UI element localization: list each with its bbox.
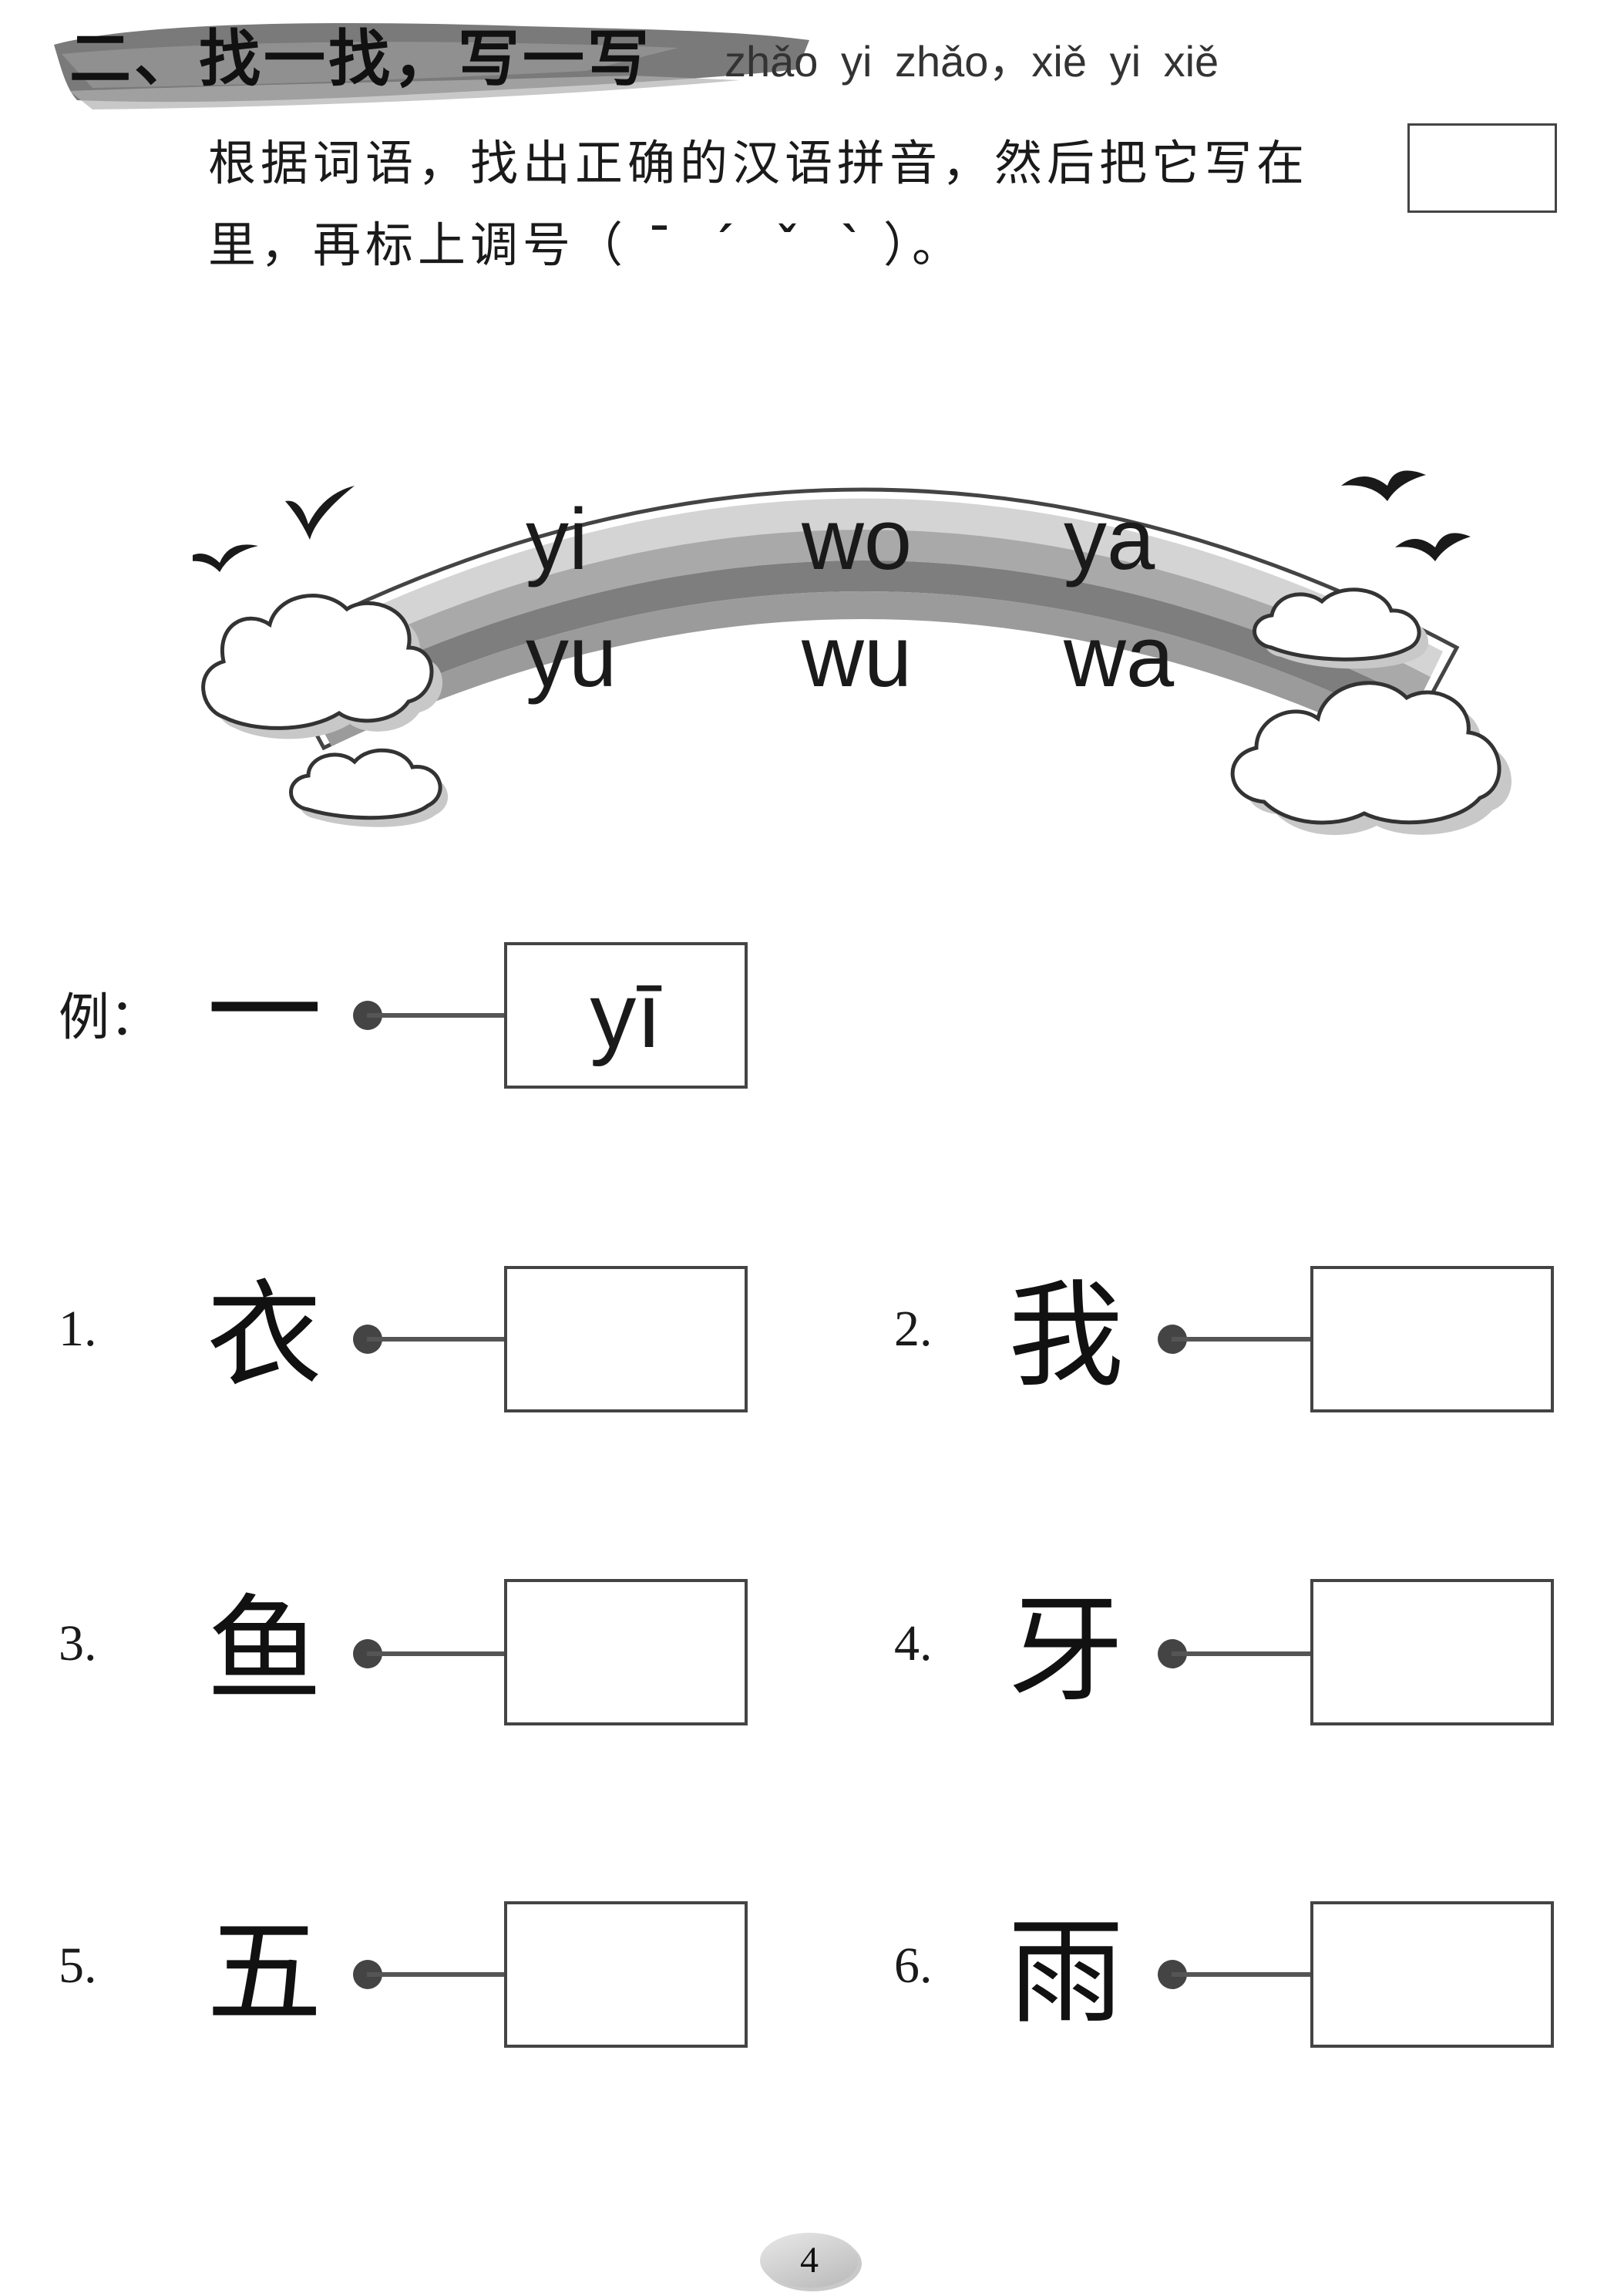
example-label: 例：	[59, 990, 160, 1046]
tone-mark-4: ˋ	[839, 217, 864, 273]
tone-mark-2: ˊ	[711, 217, 736, 273]
example-answer-box: yī	[504, 942, 748, 1089]
rainbow-illustration	[193, 470, 1512, 835]
item-5-character: 五	[207, 1906, 323, 2040]
instruction-inline-box	[1407, 123, 1557, 213]
connector-line	[1172, 1651, 1313, 1656]
rainbow-syllable-wu: wu	[802, 608, 913, 705]
item-2-answer-box[interactable]	[1310, 1266, 1554, 1412]
tone-mark-3: ˇ	[775, 217, 800, 273]
page-number: 4	[800, 2240, 819, 2281]
connector-line	[367, 1972, 506, 1977]
item-1-number: 1.	[59, 1301, 97, 1357]
rainbow-syllable-ya: ya	[1064, 491, 1155, 587]
item-3-answer-box[interactable]	[504, 1579, 748, 1725]
rainbow-syllable-yi: yi	[526, 491, 588, 587]
item-2-number: 2.	[894, 1301, 933, 1357]
connector-line	[1172, 1337, 1313, 1342]
bird-icon	[1341, 470, 1426, 501]
item-3-character: 鱼	[207, 1584, 323, 1718]
item-4-character: 牙	[1008, 1584, 1125, 1718]
cloud-right-small	[1253, 587, 1429, 669]
header-brush-stroke	[54, 22, 809, 109]
connector-line	[1172, 1972, 1313, 1977]
connector-line	[367, 1651, 506, 1656]
item-4-answer-box[interactable]	[1310, 1579, 1554, 1725]
item-5-number: 5.	[59, 1937, 97, 1994]
item-4-number: 4.	[894, 1615, 933, 1672]
example-character: 一	[207, 945, 323, 1079]
tone-mark-1: ˉ	[647, 217, 672, 273]
cloud-right-large	[1230, 681, 1512, 835]
instruction-line-1: 根据词语，找出正确的汉语拼音，然后把它写在	[208, 135, 1310, 191]
instruction-line-2-suffix: ）。	[883, 217, 965, 273]
instruction-line-2-prefix: 里，再标上调号（	[208, 217, 628, 273]
rainbow-syllable-wo: wo	[802, 491, 913, 587]
item-3-number: 3.	[59, 1615, 97, 1672]
item-6-character: 雨	[1008, 1906, 1125, 2040]
bird-icon	[193, 544, 258, 572]
bird-icon	[285, 486, 355, 540]
section-title-pinyin: zhǎo yi zhǎo，xiě yi xiě	[725, 37, 1219, 86]
cloud-left-small	[289, 748, 449, 827]
rainbow-syllable-yu: yu	[526, 608, 617, 705]
connector-line	[367, 1013, 506, 1018]
connector-line	[367, 1337, 506, 1342]
page-number-badge	[760, 2233, 859, 2288]
item-1-character: 衣	[207, 1269, 323, 1403]
rainbow-syllable-wa: wa	[1064, 608, 1175, 705]
section-title: 二、找一找，写一写	[69, 23, 652, 95]
item-1-answer-box[interactable]	[504, 1266, 748, 1412]
cloud-left-large	[201, 594, 442, 739]
item-6-answer-box[interactable]	[1310, 1901, 1554, 2048]
item-2-character: 我	[1008, 1269, 1125, 1403]
bird-icon	[1395, 533, 1471, 561]
item-6-number: 6.	[894, 1937, 933, 1994]
rainbow-arch	[267, 487, 1460, 751]
item-5-answer-box[interactable]	[504, 1901, 748, 2048]
